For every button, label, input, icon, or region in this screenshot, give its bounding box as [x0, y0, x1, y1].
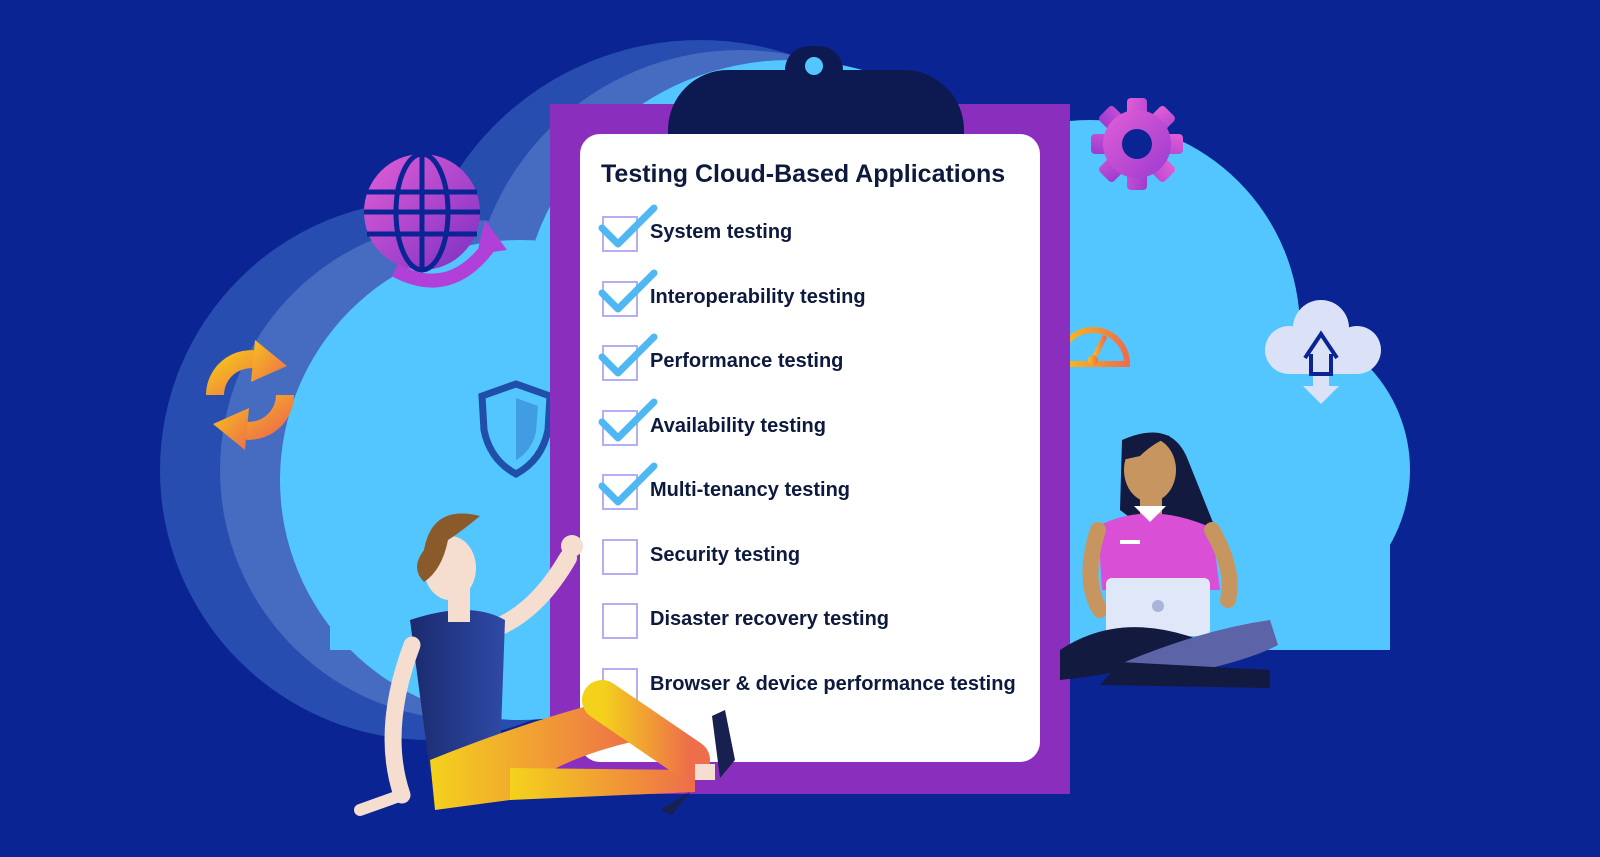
cloud-home-icon [1265, 300, 1381, 404]
checklist-item: Security testing [602, 535, 1062, 575]
checklist-item: Performance testing [598, 333, 1062, 381]
check-icon [598, 204, 658, 248]
check-icon [598, 333, 658, 377]
checklist-item-label: System testing [650, 221, 793, 243]
checklist-item-label: Performance testing [650, 350, 844, 372]
refresh-icon [206, 340, 294, 450]
checkbox-unchecked [602, 603, 638, 639]
checklist-item: System testing [598, 204, 1062, 252]
checklist-item: Multi-tenancy testing [598, 462, 1062, 510]
check-icon [598, 269, 658, 312]
checklist-paper [580, 134, 1040, 762]
checklist-item: Browser & device performance testing [602, 664, 1062, 704]
checklist-item: Availability testing [598, 398, 1062, 446]
man-illustration [354, 513, 735, 816]
clipboard-hole [805, 57, 823, 75]
check-icon [598, 462, 658, 506]
woman-illustration [1060, 432, 1278, 688]
checkbox-unchecked [602, 538, 638, 575]
checklist-item-label: Interoperability testing [650, 285, 866, 308]
check-icon [598, 398, 658, 441]
checklist-item-label: Browser & device performance testing [650, 672, 1016, 695]
gear-icon [1091, 98, 1183, 190]
checklist-item-label: Availability testing [650, 414, 826, 437]
checklist-item-label: Multi-tenancy testing [650, 479, 851, 501]
checklist-item: Interoperability testing [598, 269, 1062, 317]
checklist-item-label: Security testing [650, 543, 801, 566]
checklist-title: Testing Cloud-Based Applications [601, 160, 1006, 188]
shield-icon [478, 380, 554, 478]
checklist-item: Disaster recovery testing [602, 599, 1062, 639]
globe-icon [364, 151, 507, 288]
checklist-item-label: Disaster recovery testing [650, 608, 890, 630]
